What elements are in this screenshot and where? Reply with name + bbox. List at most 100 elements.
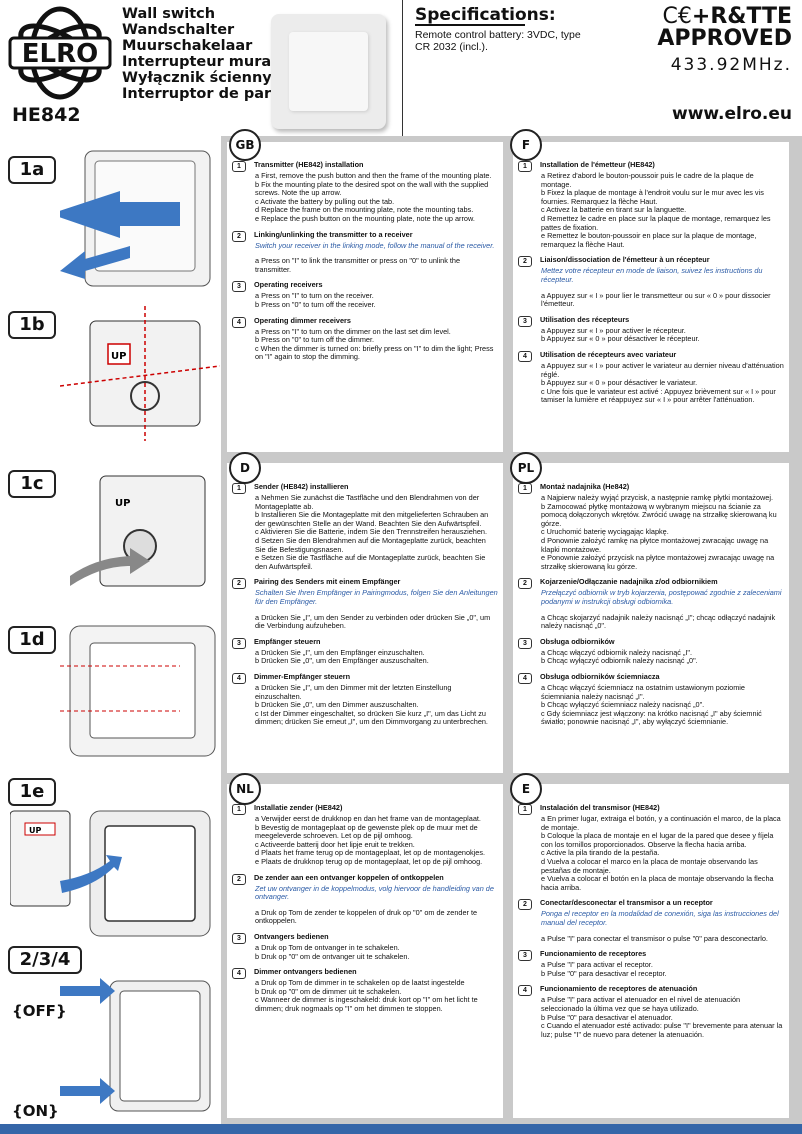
pl-step-2-item: a Chcąc skojarzyć nadajnik należy nacisn… xyxy=(541,612,776,631)
nl-step-1-item: e Plaats de drukknop terug op de montage… xyxy=(255,856,483,866)
gb-step-3-number: 3 xyxy=(232,281,246,293)
illustration-1e: UP xyxy=(10,810,211,937)
nl-step-4-number: 4 xyxy=(232,968,246,980)
d-step-4-item: a Drücken Sie „I", um den Dimmer mit der… xyxy=(255,682,452,701)
d-step-4-header: 4 Dimmer-Empfänger steuern xyxy=(232,671,498,684)
d-step-2-number: 2 xyxy=(232,578,246,590)
f-step-2-note: Mettez votre récepteur en mode de liaiso… xyxy=(541,266,763,284)
nl-step-2-number: 2 xyxy=(232,873,246,885)
e-step-2-title: Conectar/desconectar el transmisor a un … xyxy=(540,898,713,908)
e-step-2-number: 2 xyxy=(518,899,532,911)
f-step-1-item: d Remettez le cadre en place sur la plaq… xyxy=(541,213,771,232)
illustration-1c: UP xyxy=(70,475,206,587)
d-step-1-item: c Aktivieren Sie die Batterie, indem Sie… xyxy=(255,527,488,537)
f-step-4-number: 4 xyxy=(518,350,532,362)
gb-step-1-item: b Fix the mounting plate to the desired … xyxy=(255,179,489,198)
title-es: Interruptor de pared xyxy=(122,86,292,102)
step-2-3-4: 2/3/4 xyxy=(8,946,82,974)
col-f xyxy=(513,142,789,452)
gb-step-2-note: Switch your receiver in the linking mode… xyxy=(255,240,495,250)
d-step-4-item: b Drücken Sie „0", um den Dimmer auszusc… xyxy=(255,700,419,710)
badge-nl: NL xyxy=(229,773,261,805)
off-text: OFF xyxy=(22,1002,56,1020)
d-step-4-title: Dimmer-Empfänger steuern xyxy=(254,671,351,681)
spec-underline xyxy=(415,24,525,26)
e-step-2-item: a Pulse "I" para conectar el transmisor … xyxy=(541,933,768,943)
d-step-2-item: a Drücken Sie „I", um den Sender zu verb… xyxy=(255,612,491,631)
f-step-4-item: b Appuyez sur « 0 » pour désactiver le v… xyxy=(541,378,698,388)
pl-step-1-item: c Uruchomić baterię wyciągając klapkę. xyxy=(541,527,669,537)
gb-step-1-title: Transmitter (HE842) installation xyxy=(254,160,364,169)
pl-step-2-note: Przełączyć odbiornik w tryb kojarzenia, … xyxy=(541,588,782,606)
section-nl: 1 Installatie zender (HE842) a Verwijder e… xyxy=(232,801,498,1018)
on-text: ON xyxy=(22,1102,48,1120)
badge-pl: PL xyxy=(510,452,542,484)
pl-step-4-item: b Chcąc wyłączyć ściemniacz należy nacis… xyxy=(541,700,705,710)
nl-step-3-title: Ontvangers bedienen xyxy=(254,931,329,941)
header: ELRO Wall switch Wandschalter Muurschake… xyxy=(0,0,802,136)
f-step-1-item: b Fixez la plaque de montage à l'endroit… xyxy=(541,188,764,206)
nl-step-4-item: b Druk op "0" om de dimmer uit te schake… xyxy=(255,986,402,996)
frequency: 433.92MHz. xyxy=(670,55,792,75)
f-step-3-item: a Appuyez sur « I » pour activer le réce… xyxy=(541,325,686,335)
pl-step-2-title: Kojarzenie/Odłączanie nadajnika z/od odb… xyxy=(540,577,718,587)
d-step-4-number: 4 xyxy=(232,672,246,684)
logo-text: ELRO xyxy=(22,39,98,69)
gb-step-4-number: 4 xyxy=(232,316,246,328)
website: www.elro.eu xyxy=(672,104,792,124)
col-nl xyxy=(227,784,503,1118)
gb-step-1-item: a First, remove the push button and then… xyxy=(255,171,492,180)
gb-step-1-item: c Activate the battery by pulling out th… xyxy=(255,196,395,206)
nl-step-1-title: Installatie zender (HE842) xyxy=(254,803,343,812)
d-step-3-title: Empfänger steuern xyxy=(254,636,321,646)
e-step-4-item: b Pulse "0" para desactivar el atenuador… xyxy=(541,1012,673,1022)
illustration-1a xyxy=(60,150,211,287)
e-step-1-item: b Coloque la placa de montaje en el luga… xyxy=(541,831,774,849)
d-step-3-number: 3 xyxy=(232,637,246,649)
e-step-2-note: Ponga el receptor en la modalidad de con… xyxy=(541,909,779,927)
nl-step-1-number: 1 xyxy=(232,804,246,815)
nl-step-3-item: b Druk op "0" om de ontvanger uit te sch… xyxy=(255,951,410,961)
step-1d: 1d xyxy=(8,626,56,654)
header-divider xyxy=(402,0,403,136)
e-step-1-item: a En primer lugar, extraiga el botón, y … xyxy=(541,814,781,832)
e-step-3-title: Funcionamiento de receptores xyxy=(540,949,647,959)
d-step-2-note: Schalten Sie Ihren Empfänger in Pairingm… xyxy=(255,588,498,606)
e-step-2-header: 2 Conectar/desconectar el transmisor a un… xyxy=(518,898,784,911)
d-step-3-item: b Drücken Sie „0", um den Empfänger ausz… xyxy=(255,656,429,666)
gb-step-2-number: 2 xyxy=(232,230,246,242)
nl-step-4-item: c Wanneer de dimmer is ingeschakeld: dru… xyxy=(255,995,478,1013)
gb-step-3-title: Operating receivers xyxy=(254,280,323,290)
nl-step-2-note: Zet uw ontvanger in de koppelmodus, volg… xyxy=(255,883,494,902)
product-titles: Wall switch Wandschalter Muurschakelaar … xyxy=(122,6,291,102)
e-step-1-title: Instalación del transmisor (HE842) xyxy=(540,803,660,812)
pl-step-4-item: a Chcąc włączyć ściemniacz na ostatnim u… xyxy=(541,682,745,701)
pl-step-1-item: d Ponownie założyć ramkę na płytce monta… xyxy=(541,535,769,554)
e-step-3-item: b Pulse "0" para desactivar el receptor. xyxy=(541,968,667,978)
f-step-4-item: a Appuyez sur « I » pour activer le vari… xyxy=(541,360,784,379)
nl-step-2-title: De zender aan een ontvanger koppelen of … xyxy=(254,872,444,882)
step-1e: 1e xyxy=(8,778,56,806)
off-label: {OFF} xyxy=(12,1002,67,1020)
nl-step-1-item: a Verwijder eerst de drukknop en dan het… xyxy=(255,814,481,823)
step-1c: 1c xyxy=(8,470,56,498)
gb-step-2-item: a Press on "I" to link the transmitter o… xyxy=(255,256,461,274)
col-d xyxy=(227,463,503,773)
d-step-2-title: Pairing des Senders mit einem Empfänger xyxy=(254,577,401,587)
pl-step-4-item: c Gdy ściemniacz jest włączony: na krótk… xyxy=(541,708,762,727)
on-label: {ON} xyxy=(12,1102,59,1120)
approval-title: +R&TTE xyxy=(691,4,792,29)
d-step-3-item: a Drücken Sie „I", um den Empfänger einz… xyxy=(255,647,425,657)
nl-step-2-item: a Druk op Tom de zender te koppelen of d… xyxy=(255,907,478,926)
up-label-1b: UP xyxy=(111,351,126,362)
badge-f: F xyxy=(510,129,542,161)
title-nl: Muurschakelaar xyxy=(122,38,253,54)
gb-step-3-item: b Press on "0" to turn off the receiver. xyxy=(255,299,376,309)
spec-line-2: CR 2032 (incl.). xyxy=(415,41,488,53)
illustration-panel: 1a 1b 1c 1d 1e 2/3/4 UP UP UP xyxy=(0,136,221,1124)
